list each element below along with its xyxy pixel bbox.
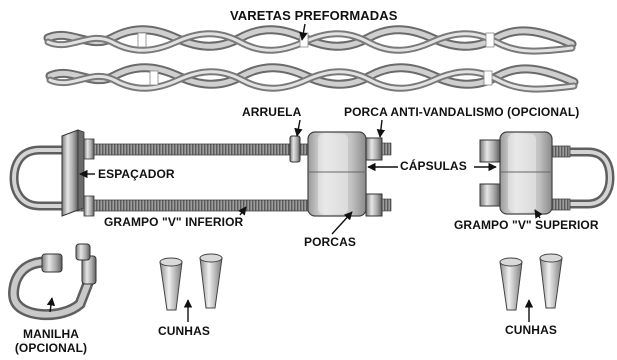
nut-bottom-right — [366, 194, 391, 216]
wedges-right — [500, 254, 562, 310]
preformed-rods-bottom — [50, 68, 574, 89]
label-capsules: CÁPSULAS — [400, 160, 467, 173]
washer — [290, 136, 300, 162]
preformed-rods-top — [48, 30, 572, 51]
capsule-block-left — [308, 132, 366, 216]
label-preformed-rods: VARETAS PREFORMADAS — [230, 9, 398, 22]
lower-v-clamp — [14, 130, 391, 216]
label-wedges-right: CUNHAS — [505, 324, 557, 337]
wedges-left — [160, 254, 222, 310]
label-nuts: PORCAS — [304, 236, 356, 249]
label-anti-vandal-nut: PORCA ANTI-VANDALISMO (OPCIONAL) — [344, 106, 579, 119]
label-upper-v-clamp: GRAMPO "V" SUPERIOR — [454, 219, 599, 232]
capsule-block-right — [500, 132, 552, 214]
label-shackle: MANILHA — [6, 328, 96, 341]
label-shackle-optional: (OPCIONAL) — [6, 342, 96, 355]
nut-top-right — [366, 138, 391, 160]
shackle — [14, 244, 96, 315]
label-spacer: ESPAÇADOR — [98, 168, 175, 181]
nut-upper-left — [480, 140, 500, 162]
spacer-plate — [62, 130, 84, 216]
upper-v-clamp — [480, 132, 610, 214]
label-wedges-left: CUNHAS — [158, 325, 210, 338]
label-washer: ARRUELA — [242, 106, 301, 119]
label-lower-v-clamp: GRAMPO "V" INFERIOR — [104, 216, 243, 229]
nut-lower-left — [480, 184, 500, 206]
